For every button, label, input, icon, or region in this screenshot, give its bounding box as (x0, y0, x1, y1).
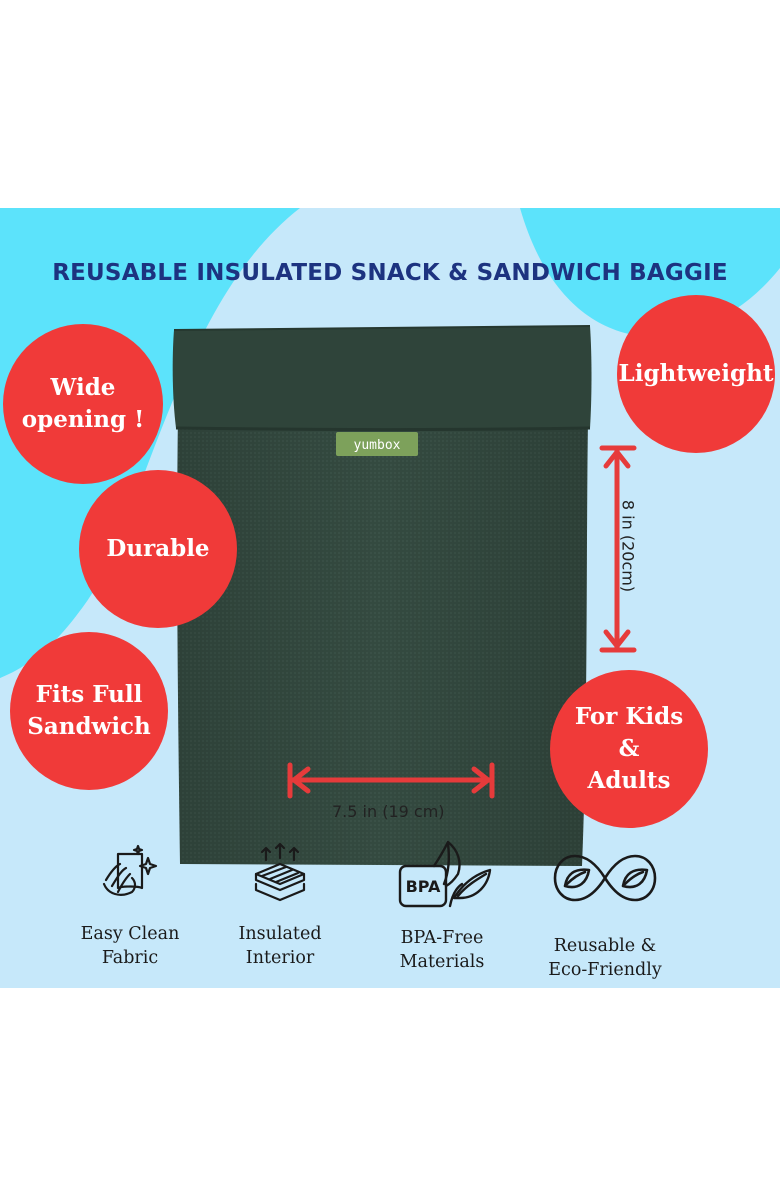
bpa-leaf-icon: BPA (398, 840, 492, 908)
badge-durable: Durable (79, 470, 237, 628)
insulated-layers-icon (254, 842, 306, 902)
badge-wide-opening-text: Wide opening ! (21, 374, 145, 433)
badge-lightweight: Lightweight (617, 295, 775, 453)
feature-bpa-free: BPA BPA-Free Materials (367, 840, 517, 974)
infinity-leaf-icon (553, 854, 657, 902)
feature-easy-clean: Easy Clean Fabric (55, 840, 205, 970)
feature-insulated-label: Insulated Interior (238, 924, 322, 968)
feature-bpa-free-label: BPA-Free Materials (399, 928, 485, 972)
feature-insulated: Insulated Interior (205, 840, 355, 970)
product-panel: REUSABLE INSULATED SNACK & SANDWICH BAGG… (0, 208, 780, 988)
feature-easy-clean-label: Easy Clean Fabric (80, 924, 180, 968)
brand-label: yumbox (354, 438, 401, 453)
badge-for-kids-adults-text: For Kids & Adults (574, 703, 684, 794)
height-dimension-label: 8 in (20cm) (618, 499, 638, 593)
width-dimension-label: 7.5 in (19 cm) (332, 802, 445, 821)
feature-reusable: Reusable & Eco-Friendly (530, 848, 680, 982)
badge-durable-text: Durable (106, 535, 210, 562)
yumbox-label: yumbox (336, 432, 418, 456)
badge-fits-full-sandwich: Fits Full Sandwich (10, 632, 168, 790)
badge-lightweight-text: Lightweight (618, 360, 774, 387)
feature-reusable-label: Reusable & Eco-Friendly (548, 936, 662, 980)
badge-fits-full-sandwich-text: Fits Full Sandwich (27, 681, 151, 740)
badge-wide-opening: Wide opening ! (3, 324, 163, 484)
svg-text:BPA: BPA (406, 877, 441, 896)
page-title: REUSABLE INSULATED SNACK & SANDWICH BAGG… (52, 260, 728, 286)
hand-wipe-sparkle-icon (102, 844, 158, 896)
sandwich-bag-image: yumbox (172, 325, 592, 866)
badge-for-kids-adults: For Kids & Adults (550, 670, 708, 828)
